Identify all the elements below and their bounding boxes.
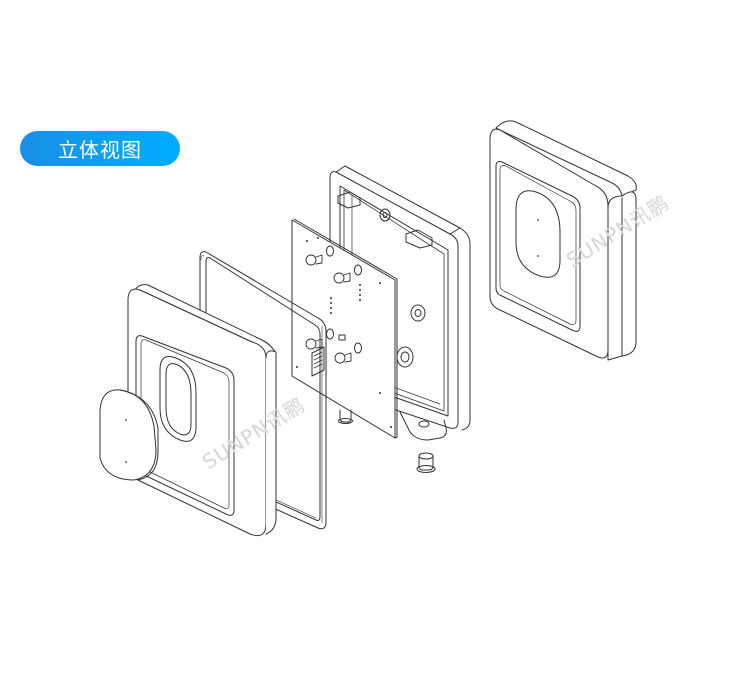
screw (416, 452, 436, 473)
view-label-badge: 立体视图 (20, 131, 180, 166)
front-cover (99, 284, 277, 537)
assembled-device (489, 120, 637, 361)
pcb-board (291, 218, 398, 439)
view-label-text: 立体视图 (58, 138, 142, 162)
